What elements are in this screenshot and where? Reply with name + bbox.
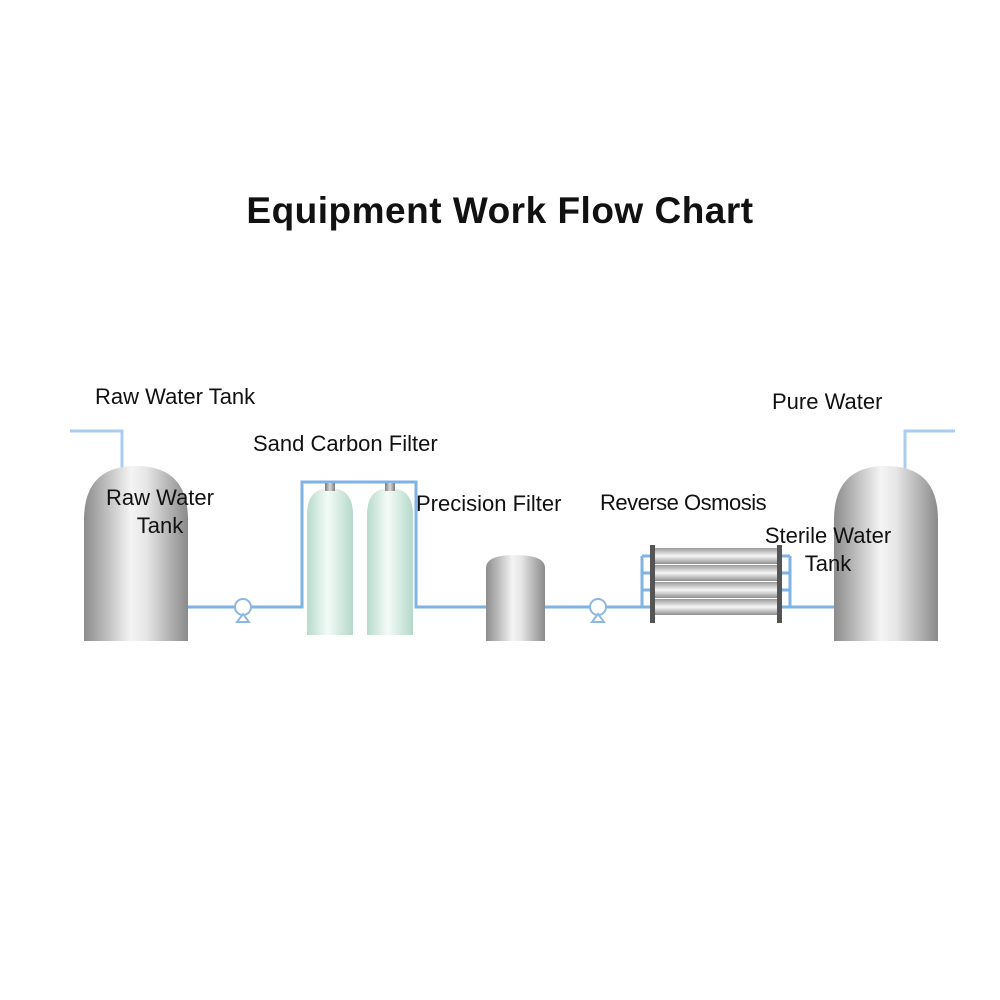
pure-water-label: Pure Water bbox=[772, 389, 883, 414]
raw-water-tank-body-label: Raw Water Tank bbox=[85, 484, 235, 540]
precision-filter bbox=[486, 555, 545, 641]
sand-carbon-filter bbox=[307, 483, 413, 635]
sterile-water-tank-line1: Sterile Water bbox=[764, 523, 892, 548]
pure-water-outlet-pipe bbox=[903, 429, 955, 470]
precision-filter-label: Precision Filter bbox=[416, 491, 562, 516]
raw-water-tank bbox=[84, 466, 188, 641]
sterile-water-tank bbox=[834, 466, 938, 641]
sand-carbon-filter-label: Sand Carbon Filter bbox=[253, 431, 438, 456]
raw-water-tank-line1: Raw Water bbox=[106, 485, 214, 510]
process-pipes bbox=[188, 480, 835, 609]
pump-icon bbox=[234, 598, 252, 623]
page-title: Equipment Work Flow Chart bbox=[246, 190, 754, 231]
raw-water-tank-line2: Tank bbox=[136, 513, 184, 538]
raw-water-tank-top-label: Raw Water Tank bbox=[95, 384, 256, 409]
raw-water-inlet-pipe bbox=[70, 429, 124, 470]
pump-icon bbox=[589, 598, 607, 623]
sterile-water-tank-line2: Tank bbox=[804, 551, 852, 576]
sterile-water-tank-label: Sterile Water Tank bbox=[752, 522, 904, 578]
reverse-osmosis-unit bbox=[650, 545, 782, 623]
reverse-osmosis-label: Reverse Osmosis bbox=[600, 490, 767, 515]
